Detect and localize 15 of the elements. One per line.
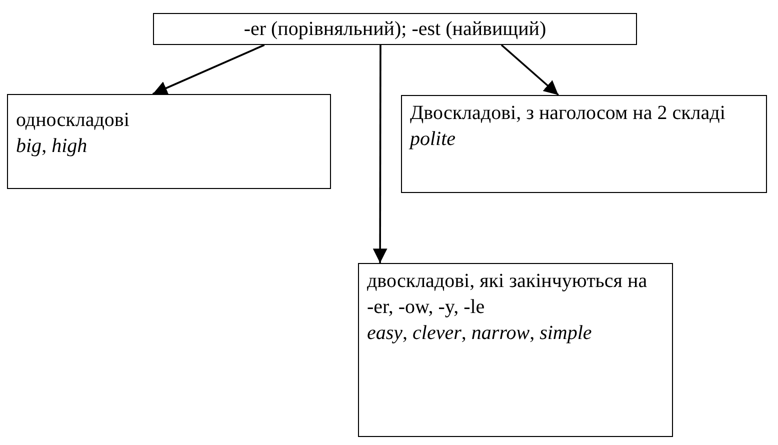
box-text: двоскладові, які закінчуються на [367,269,648,294]
box-text: -er (порівняльний); -est (найвищий) [242,17,548,42]
box-text: односкладові [16,108,130,133]
box-text: Двоскладові, з наголосом на 2 складі [410,101,726,126]
arrow [372,45,388,263]
text-box [7,94,331,189]
text-box [153,13,637,45]
text-box [401,95,767,193]
box-text: easy, clever, narrow, simple [367,321,593,346]
box-text: -er, -ow, -y, -le [367,295,486,320]
box-text: big, high [16,134,88,159]
text-box [358,263,673,437]
arrow [152,44,265,95]
box-text: polite [410,127,457,152]
arrow [500,44,559,96]
